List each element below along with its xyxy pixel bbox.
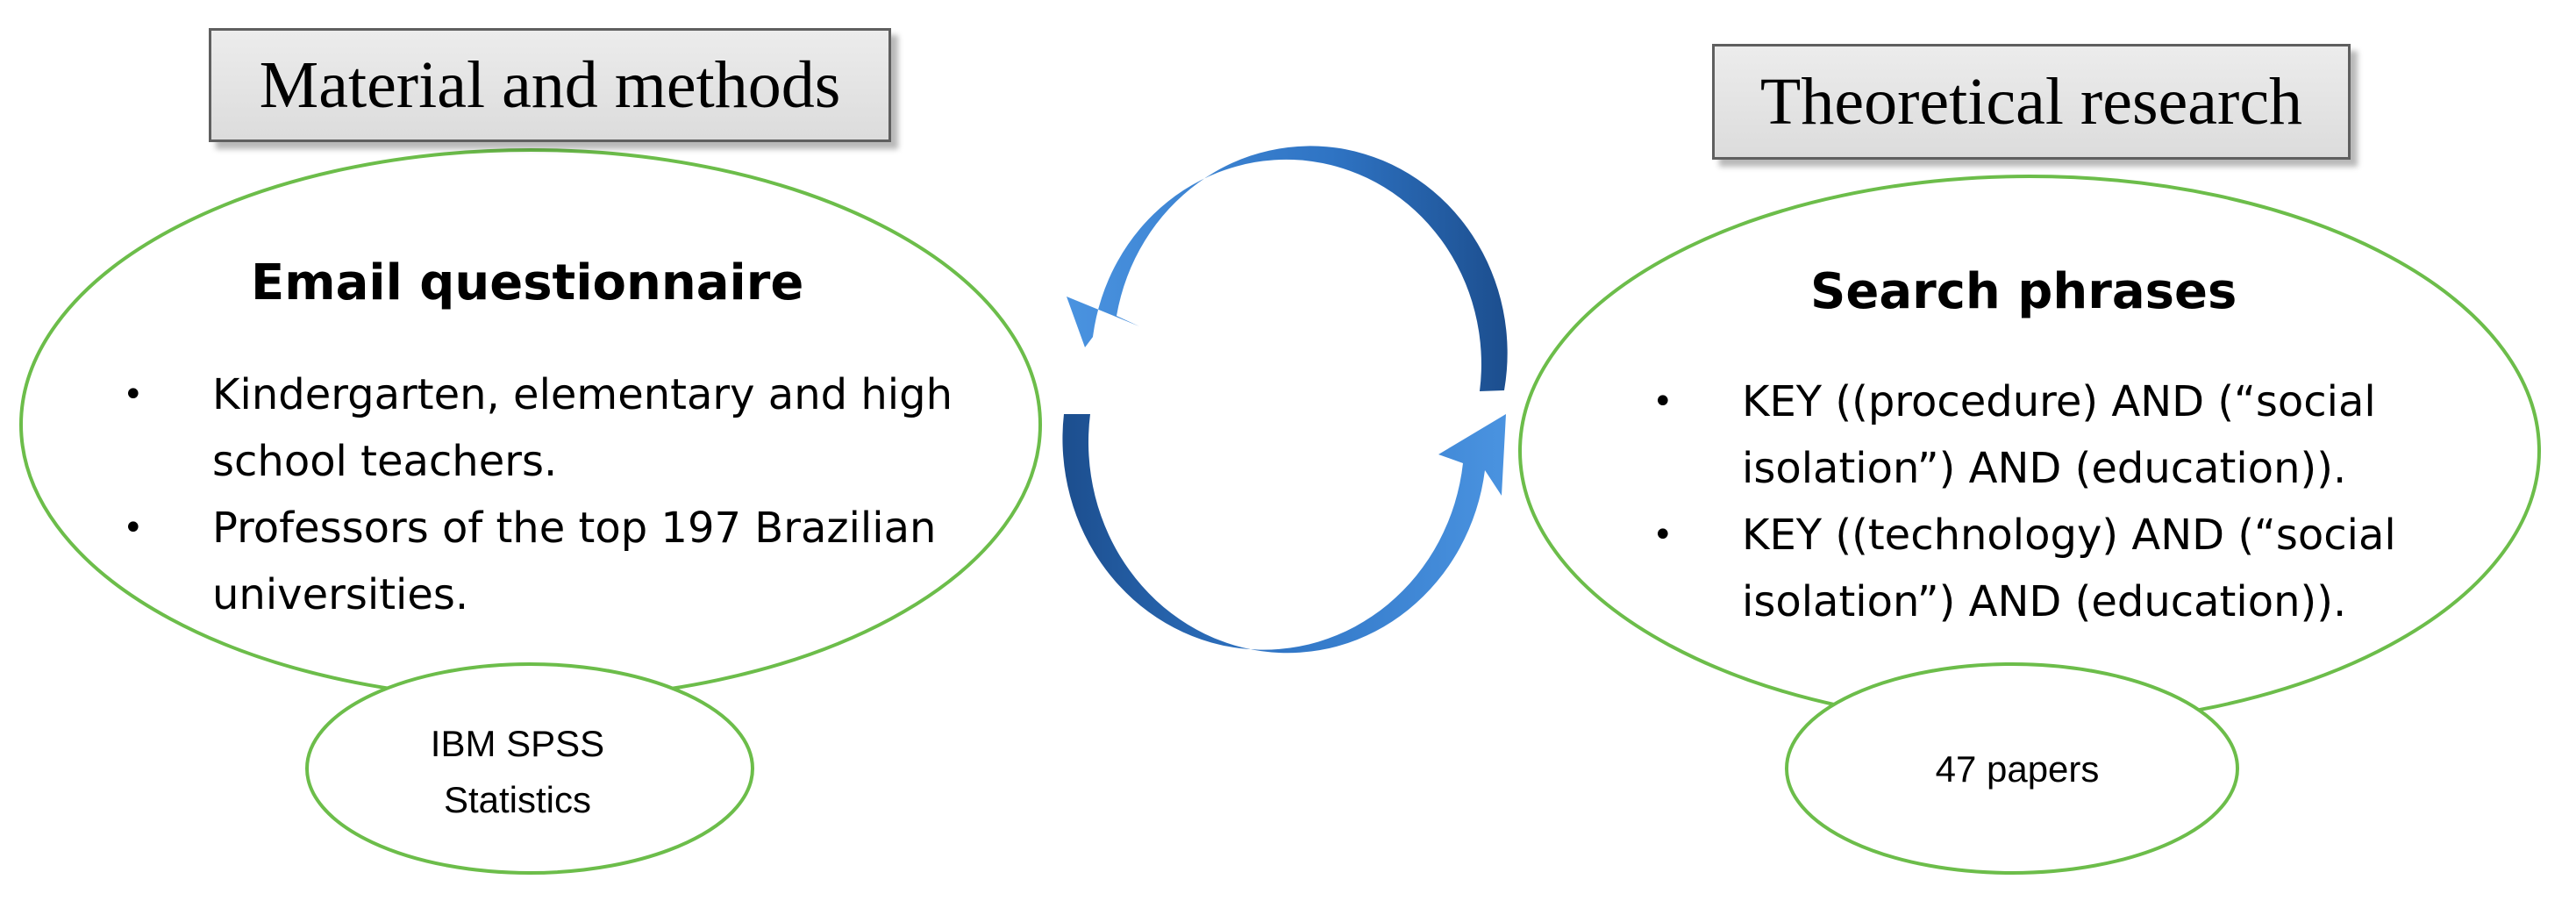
left-bullet-text: Kindergarten, elementary and high school…	[212, 370, 953, 486]
right-bullet-text: KEY ((technology) AND (“social isolation…	[1742, 511, 2396, 626]
left-bullet-item: • Professors of the top 197 Brazilian un…	[123, 495, 1000, 628]
right-bullet-text: KEY ((procedure) AND (“social isolation”…	[1742, 377, 2376, 493]
right-bullet-list: • KEY ((procedure) AND (“social isolatio…	[1652, 368, 2459, 635]
right-sub-label: 47 papers	[1935, 748, 2100, 790]
left-ellipse-title: Email questionnaire	[251, 254, 804, 311]
cycle-arrows-icon	[1062, 146, 1508, 654]
bullet-marker: •	[123, 508, 144, 548]
bullet-marker: •	[123, 375, 144, 415]
left-sub-ellipse	[305, 662, 754, 875]
header-material-and-methods: Material and methods	[209, 28, 891, 142]
right-sub-ellipse	[1785, 662, 2239, 875]
left-bullet-item: • Kindergarten, elementary and high scho…	[123, 361, 1000, 495]
cycle-arrow-bottom	[1062, 414, 1506, 654]
bullet-marker: •	[1652, 515, 1673, 555]
left-sub-line: Statistics	[443, 779, 592, 820]
left-bullet-list: • Kindergarten, elementary and high scho…	[123, 361, 1000, 628]
right-ellipse-title: Search phrases	[1810, 263, 2237, 320]
bullet-marker: •	[1652, 382, 1673, 422]
left-sub-line: IBM SPSS	[430, 723, 605, 764]
right-bullet-item: • KEY ((technology) AND (“social isolati…	[1652, 502, 2459, 635]
header-theoretical-research: Theoretical research	[1712, 44, 2351, 160]
header-left-label: Material and methods	[259, 47, 841, 122]
left-sub-label: IBM SPSS Statistics	[377, 716, 658, 828]
left-bullet-text: Professors of the top 197 Brazilian univ…	[212, 504, 937, 619]
header-right-label: Theoretical research	[1759, 64, 2303, 139]
right-bullet-item: • KEY ((procedure) AND (“social isolatio…	[1652, 368, 2459, 502]
cycle-arrow-top	[1067, 146, 1508, 391]
